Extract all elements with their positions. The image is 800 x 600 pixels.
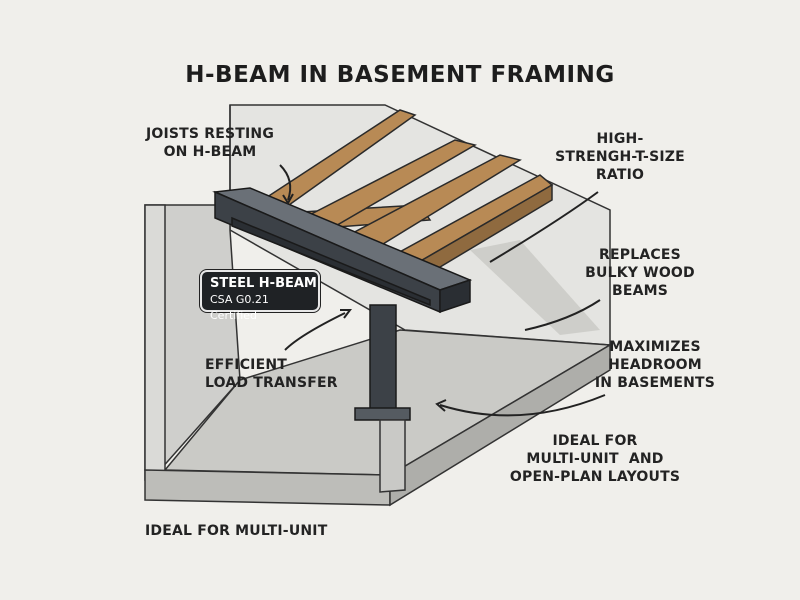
label-load-transfer: EFFICIENT LOAD TRANSFER [205, 356, 338, 392]
label-ideal-layouts: IDEAL FOR MULTI-UNIT AND OPEN-PLAN LAYOU… [505, 432, 685, 486]
label-line: BULKY WOOD [585, 265, 695, 281]
label-line: REPLACES [599, 247, 681, 263]
column-base-plate [354, 407, 411, 421]
label-headroom: MAXIMIZES HEADROOM IN BASEMENTS [585, 338, 725, 392]
concrete-footing [379, 419, 406, 493]
badge-title: STEEL H-BEAM [210, 276, 317, 291]
footer-label: IDEAL FOR MULTI-UNIT [145, 523, 328, 539]
steel-h-beam-badge: STEEL H-BEAM CSA G0.21 Certified [200, 270, 320, 322]
label-line: HIGH- [596, 131, 644, 147]
wood-joists [248, 109, 554, 287]
label-line: ON H-BEAM [163, 144, 257, 160]
page-title: H-BEAM IN BASEMENT FRAMING [185, 62, 615, 88]
label-line: MAXIMIZES [609, 339, 701, 355]
label-joists: JOISTS RESTING ON H-BEAM [135, 125, 285, 161]
label-replaces: REPLACES BULKY WOOD BEAMS [570, 246, 710, 300]
left-wall-face [144, 204, 166, 481]
h-beam [212, 187, 473, 314]
floor-slab-side [389, 343, 611, 507]
floor-slab-edge [144, 469, 391, 506]
label-line: EFFICIENT [205, 357, 288, 373]
steel-column [369, 304, 397, 416]
label-line: IDEAL FOR [552, 433, 638, 449]
label-line: IN BASEMENTS [594, 375, 716, 391]
label-strength: HIGH- STRENGH-T-SIZE RATIO [520, 130, 720, 184]
label-line: BEAMS [611, 283, 669, 299]
label-line: HEADROOM [608, 357, 702, 373]
label-line: OPEN-PLAN LAYOUTS [509, 469, 681, 485]
label-line: STRENGH-T-SIZE [555, 149, 685, 165]
shadow [470, 240, 600, 335]
label-line: LOAD TRANSFER [205, 375, 338, 391]
label-line: MULTI-UNIT AND [526, 451, 664, 467]
badge-certification: CSA G0.21 Certified [210, 293, 269, 322]
label-line: RATIO [595, 167, 645, 183]
label-line: JOISTS RESTING [145, 126, 275, 142]
callout-arrows [279, 164, 606, 417]
